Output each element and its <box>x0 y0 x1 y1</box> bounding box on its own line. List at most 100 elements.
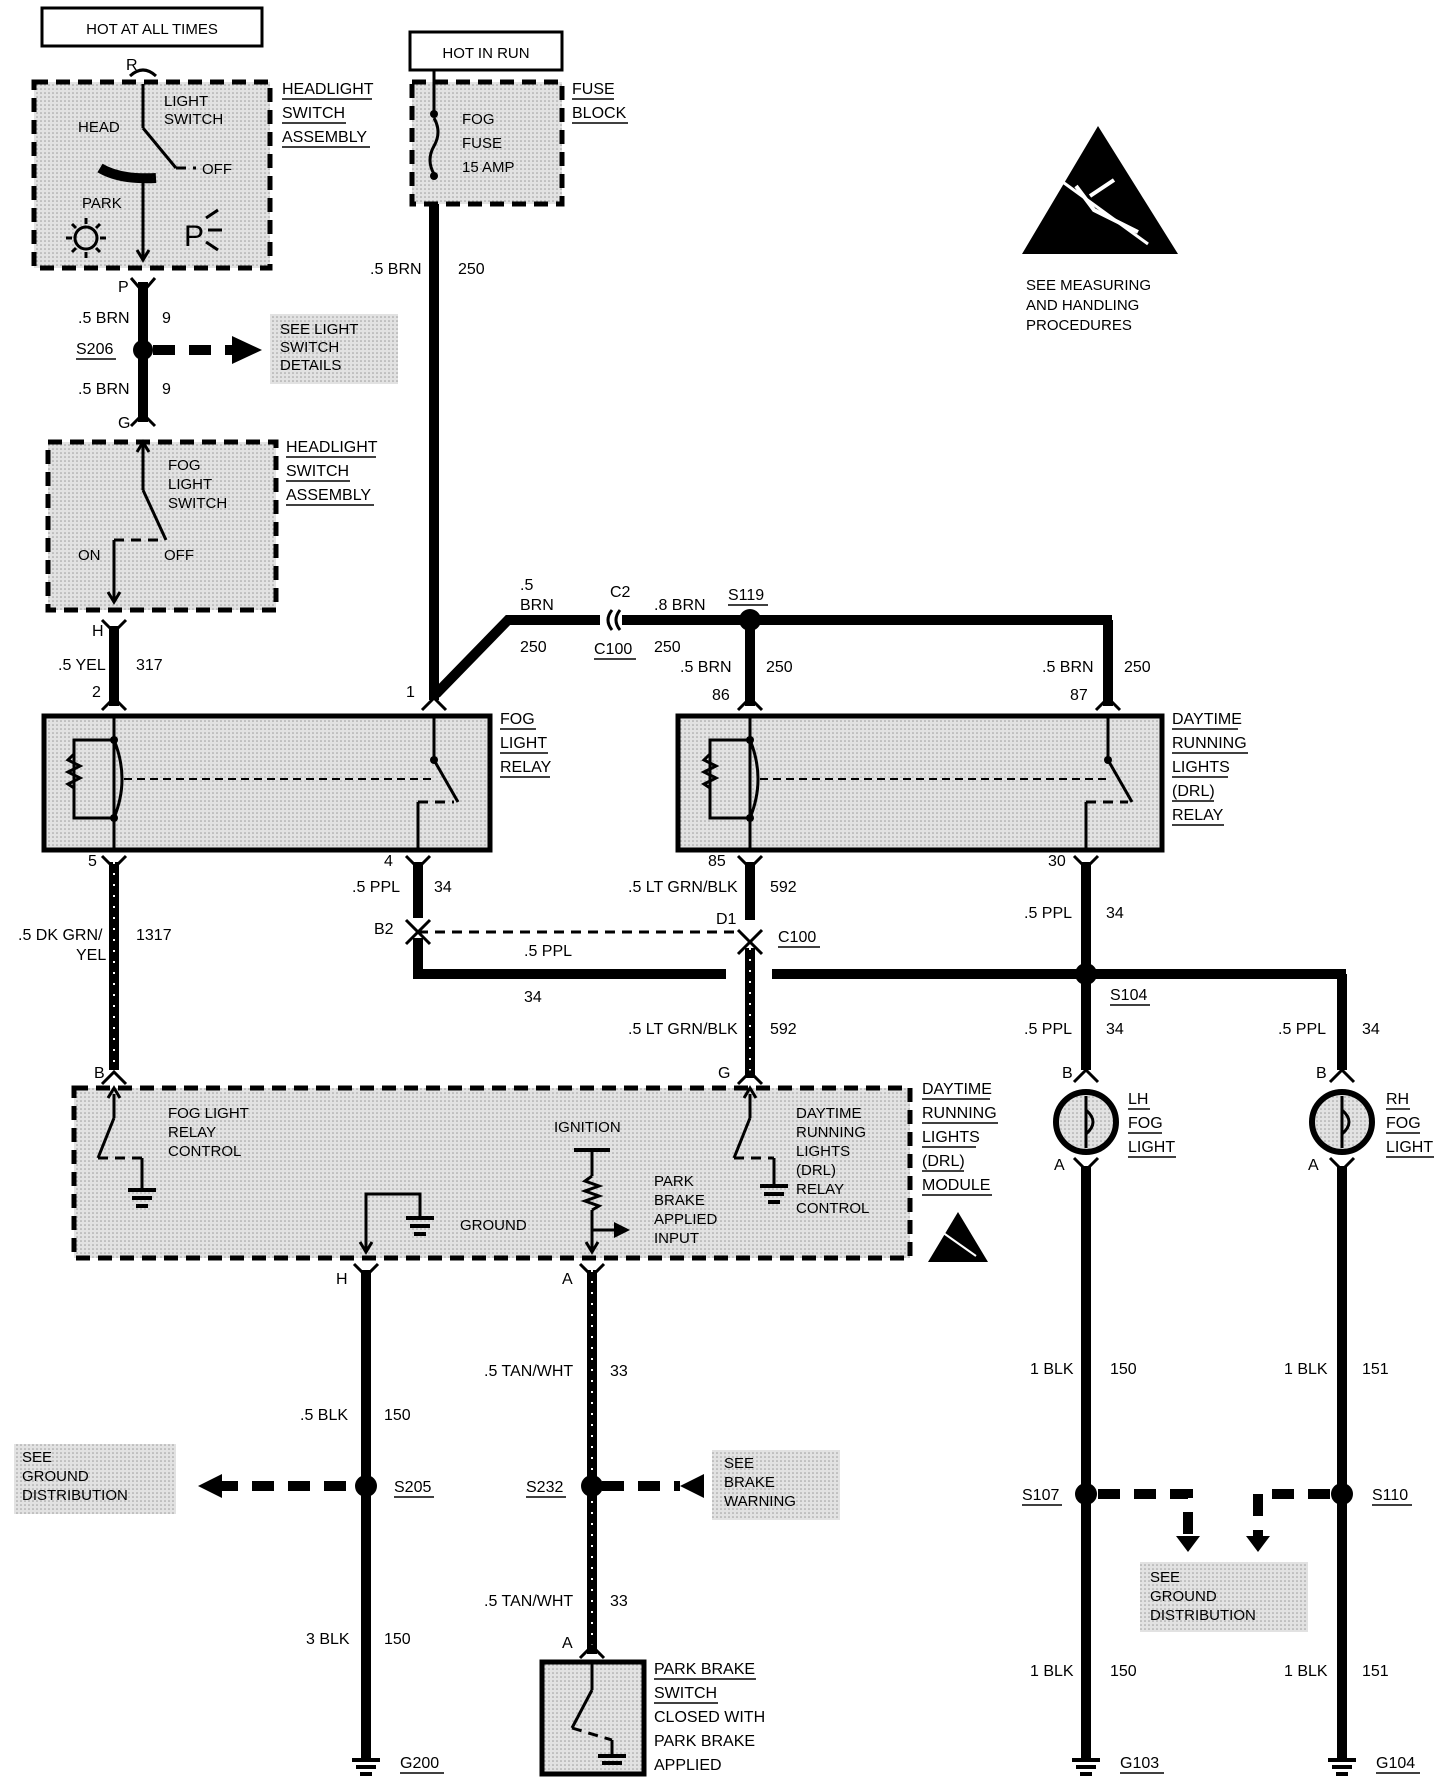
wire-151-rh-g-gauge: 1 BLK <box>1284 1663 1328 1680</box>
svg-text:LIGHT: LIGHT <box>168 476 212 493</box>
svg-text:CLOSED WITH: CLOSED WITH <box>654 1709 765 1726</box>
svg-text:LIGHT: LIGHT <box>500 735 547 752</box>
svg-text:SEE MEASURING: SEE MEASURING <box>1026 277 1151 294</box>
svg-text:SEE: SEE <box>22 1449 52 1466</box>
wire-592-top-gauge: .5 LT GRN/BLK <box>628 879 738 896</box>
drl-relay <box>675 713 1165 853</box>
hot-in-run-label: HOT IN RUN <box>408 30 564 72</box>
svg-text:LIGHT: LIGHT <box>164 93 208 110</box>
pin-p: P <box>118 279 129 296</box>
lamp-filament-icon <box>1340 1108 1351 1136</box>
splice-s206 <box>133 340 153 360</box>
svg-text:FOG: FOG <box>500 711 535 728</box>
wire-150-lh-g-circuit: 150 <box>1110 1663 1137 1680</box>
svg-text:ASSEMBLY: ASSEMBLY <box>282 129 367 146</box>
splice-s107-label: S107 <box>1022 1487 1059 1504</box>
svg-text:FUSE: FUSE <box>462 135 502 152</box>
lh-fog-light <box>1053 1089 1119 1155</box>
svg-text:DAYTIME: DAYTIME <box>1172 711 1242 728</box>
wire-150-lh-gauge: 1 BLK <box>1030 1361 1074 1378</box>
wire-250-c2-right-gauge: .8 BRN <box>654 597 706 614</box>
fog-relay-pin-4: 4 <box>384 853 393 870</box>
fuse-block: FOG FUSE 15 AMP <box>409 79 565 207</box>
wire-34-lh-gauge: .5 PPL <box>1024 1021 1072 1038</box>
svg-text:RELAY: RELAY <box>500 759 552 776</box>
drl-relay-pin-30: 30 <box>1048 853 1066 870</box>
headlight-switch-assembly: R LIGHT SWITCH HEAD OFF PARK P <box>31 57 273 271</box>
svg-text:SEE LIGHT: SEE LIGHT <box>280 321 358 338</box>
wire-250-86-gauge: .5 BRN <box>680 659 732 676</box>
wire-317-gauge: .5 YEL <box>58 657 106 674</box>
svg-text:FOG: FOG <box>462 111 495 128</box>
esd-notice-text: SEE MEASURING AND HANDLING PROCEDURES <box>1026 277 1151 334</box>
arrow-left-icon <box>198 1474 222 1498</box>
module-pin-b: B <box>94 1065 105 1082</box>
splice-s119-label: S119 <box>728 587 764 604</box>
svg-text:PARK BRAKE: PARK BRAKE <box>654 1661 755 1678</box>
wire-250-87-circuit: 250 <box>1124 659 1151 676</box>
wire-9b-circuit: 9 <box>162 381 171 398</box>
svg-text:MODULE: MODULE <box>922 1177 990 1194</box>
svg-text:SEE: SEE <box>724 1455 754 1472</box>
lh-fog-light-title: LH FOG LIGHT <box>1128 1091 1176 1158</box>
wire-250-87-gauge: .5 BRN <box>1042 659 1094 676</box>
ground-g104-icon <box>1328 1758 1356 1776</box>
svg-text:LIGHT: LIGHT <box>1386 1139 1433 1156</box>
fog-light-relay <box>41 713 493 853</box>
rh-fog-pin-b: B <box>1316 1065 1327 1082</box>
svg-text:OFF: OFF <box>164 547 194 564</box>
park-lamp-icon <box>66 218 106 258</box>
wire-150-g200-circuit: 150 <box>384 1631 411 1648</box>
connector-c2 <box>606 609 622 631</box>
svg-text:SEE: SEE <box>1150 1569 1180 1586</box>
wire-250-c2-gauge-1: .5 <box>520 577 533 594</box>
svg-text:AND HANDLING: AND HANDLING <box>1026 297 1139 314</box>
drl-module-title: DAYTIME RUNNING LIGHTS (DRL) MODULE <box>922 1081 998 1196</box>
wire-150-mod-circuit: 150 <box>384 1407 411 1424</box>
wire-34-rh-gauge: .5 PPL <box>1278 1021 1326 1038</box>
parking-light-p-icon: P <box>184 208 222 253</box>
svg-text:HOT AT ALL TIMES: HOT AT ALL TIMES <box>86 21 218 38</box>
svg-text:SWITCH: SWITCH <box>164 111 223 128</box>
splice-s104-label: S104 <box>1110 987 1147 1004</box>
svg-text:ASSEMBLY: ASSEMBLY <box>286 487 371 504</box>
wire-9a-circuit: 9 <box>162 310 171 327</box>
svg-text:LIGHTS: LIGHTS <box>1172 759 1230 776</box>
drl-module: FOG LIGHT RELAY CONTROL IGNITION PARK BR… <box>71 1085 913 1261</box>
svg-text:LH: LH <box>1128 1091 1148 1108</box>
wire-317-circuit: 317 <box>136 657 163 674</box>
rh-fog-light-title: RH FOG LIGHT <box>1386 1091 1434 1158</box>
wire-33-top-circuit: 33 <box>610 1363 628 1380</box>
drl-relay-pin-85: 85 <box>708 853 726 870</box>
svg-text:HEAD: HEAD <box>78 119 120 136</box>
drl-relay-title: DAYTIME RUNNING LIGHTS (DRL) RELAY <box>1172 711 1248 826</box>
wire-151-rh-circuit: 151 <box>1362 1361 1389 1378</box>
svg-text:BRAKE: BRAKE <box>724 1474 775 1491</box>
svg-text:ON: ON <box>78 547 101 564</box>
wire-592-bottom-gauge: .5 LT GRN/BLK <box>628 1021 738 1038</box>
svg-text:(DRL): (DRL) <box>922 1153 965 1170</box>
rh-fog-pin-a: A <box>1308 1157 1319 1174</box>
wire-34-30-circuit: 34 <box>1106 905 1124 922</box>
coil-icon <box>64 752 84 790</box>
wire-250-c2-gauge-2: BRN <box>520 597 554 614</box>
drl-relay-pin-87: 87 <box>1070 687 1088 704</box>
svg-text:RELAY: RELAY <box>168 1124 216 1141</box>
see-ground-distribution-left: SEE GROUND DISTRIBUTION <box>14 1444 176 1514</box>
svg-text:RH: RH <box>1386 1091 1409 1108</box>
svg-text:HOT IN RUN: HOT IN RUN <box>442 45 529 62</box>
splice-s110 <box>1331 1483 1353 1505</box>
see-light-switch-details: SEE LIGHT SWITCH DETAILS <box>270 314 398 384</box>
svg-text:CONTROL: CONTROL <box>168 1143 241 1160</box>
wire-34-fog-gauge: .5 PPL <box>352 879 400 896</box>
splice-s110-label: S110 <box>1372 1487 1408 1504</box>
svg-text:LIGHT: LIGHT <box>1128 1139 1175 1156</box>
pin-g: G <box>118 415 130 432</box>
wire-592-bottom-circuit: 592 <box>770 1021 797 1038</box>
svg-text:RELAY: RELAY <box>1172 807 1224 824</box>
headlight-switch-assembly-title: HEADLIGHT SWITCH ASSEMBLY <box>282 81 374 148</box>
ground-g103-icon <box>1072 1758 1100 1776</box>
wire-150-lh-circuit: 150 <box>1110 1361 1137 1378</box>
ground-g200-icon <box>352 1758 380 1776</box>
